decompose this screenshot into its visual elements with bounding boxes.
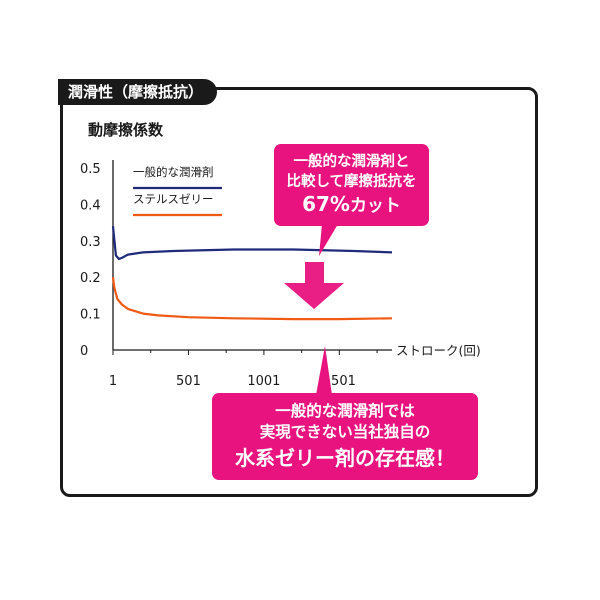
x-tick-label: 1501 (323, 374, 356, 389)
callout-top: 一般的な潤滑剤と 比較して摩擦抵抗を 67%カット (274, 144, 429, 226)
y-tick-label: 0.3 (80, 235, 101, 250)
callout-top-cut: カット (349, 196, 401, 216)
y-tick-label: 0.2 (80, 271, 101, 286)
legend-label: ステルスゼリー (133, 192, 214, 206)
y-tick-label: 0.4 (80, 198, 101, 213)
y-tick-label: 0.5 (80, 162, 101, 177)
section-tab: 潤滑性（摩擦抵抗） (58, 79, 218, 105)
y-axis-label: 動摩擦係数 (88, 121, 164, 139)
callout-bottom-line1: 一般的な潤滑剤では (275, 402, 415, 420)
callout-bottom-line2: 実現できない当社独自の (259, 423, 431, 441)
y-tick-label: 0.1 (80, 308, 101, 323)
axes (112, 160, 392, 351)
x-axis-label: ストローク(回) (396, 343, 481, 358)
series-lines (111, 226, 393, 321)
series-line-0 (111, 226, 393, 261)
callout-top-pointer (319, 224, 338, 256)
legend-label: 一般的な潤滑剤 (133, 165, 214, 179)
y-tick-label: 0 (80, 344, 88, 359)
callout-top-line3: 67%カット (274, 192, 429, 218)
down-arrow-icon (284, 262, 344, 309)
callout-top-line1: 一般的な潤滑剤と (293, 154, 410, 170)
callout-bottom: 一般的な潤滑剤では 実現できない当社独自の 水系ゼリー剤の存在感！ (212, 393, 478, 480)
callout-bottom-pointer (316, 346, 332, 395)
x-tick-label: 1001 (247, 374, 280, 389)
x-tick-label: 501 (176, 374, 201, 389)
series-line-1 (111, 277, 393, 321)
callout-top-line2: 比較して摩擦抵抗を (286, 174, 417, 190)
callout-top-percent: 67% (302, 192, 350, 216)
callout-bottom-line3: 水系ゼリー剤の存在感！ (235, 446, 455, 470)
x-tick-label: 1 (109, 374, 117, 389)
